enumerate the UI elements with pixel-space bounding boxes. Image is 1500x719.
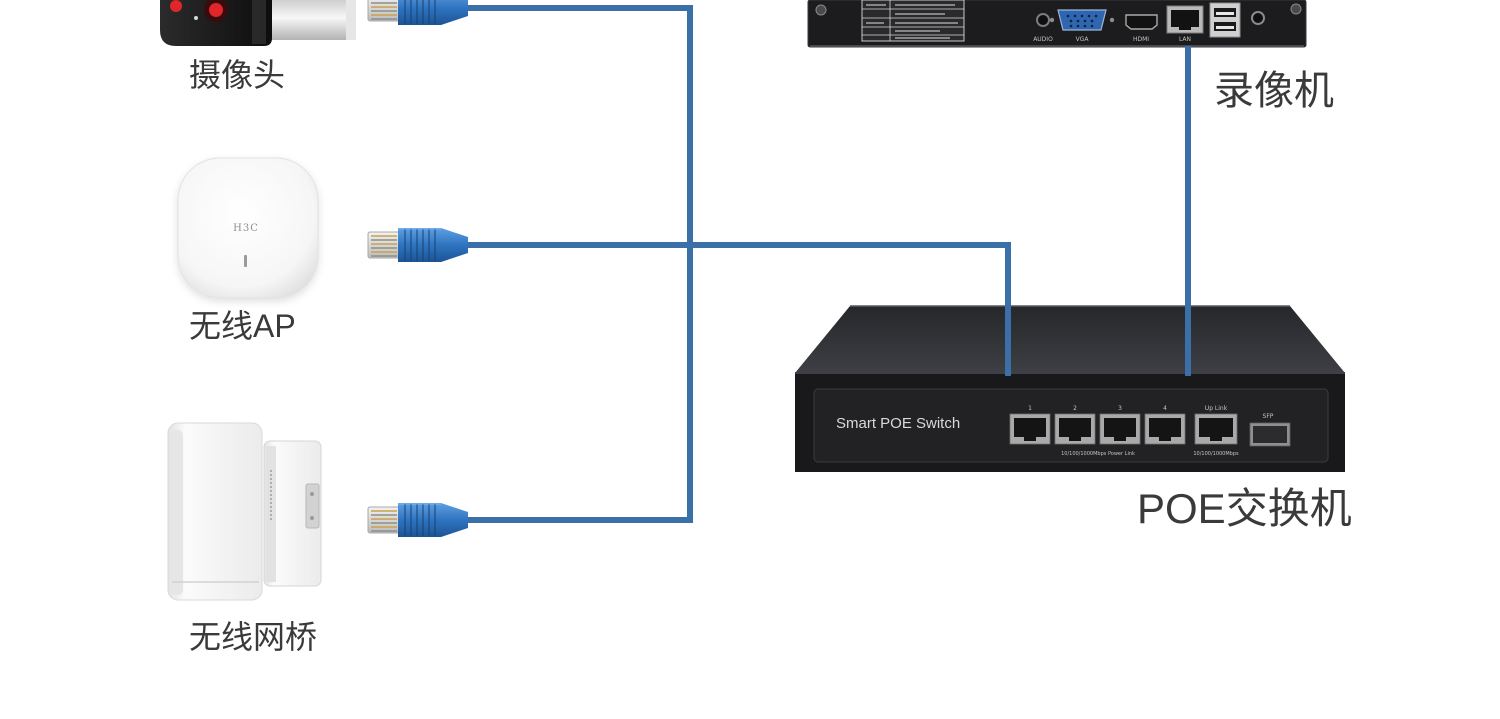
switch-port-1-number: 1 (1028, 405, 1032, 412)
switch-sfp-port: SFP (1249, 413, 1291, 447)
nvr-usb-ports (1209, 2, 1241, 38)
camera-front-housing (160, 0, 272, 46)
wireless-bridge-device (167, 422, 322, 601)
nvr-label: 录像机 (1214, 69, 1334, 113)
switch-port-2-number: 2 (1073, 405, 1077, 412)
camera-device (160, 0, 356, 46)
bridge-unit-rear (263, 440, 322, 587)
switch-port-1: 1 (1009, 405, 1051, 445)
nvr-screw-right (1290, 3, 1302, 15)
nvr-lan-port (1166, 5, 1204, 34)
nvr-vga-port (1049, 9, 1115, 31)
camera-body (262, 0, 356, 40)
wireless-ap-device (177, 157, 319, 299)
ap-brand-logo: H3C (233, 223, 259, 234)
camera-bridge-cable (466, 5, 693, 523)
wireless-ap-label: 无线AP (189, 308, 296, 344)
switch-port-2: 2 (1054, 405, 1096, 445)
poe-switch-label: POE交换机 (1137, 485, 1352, 532)
switch-uplink-label: Up Link (1205, 405, 1228, 412)
switch-port-4-number: 4 (1163, 405, 1167, 412)
switch-port-3: 3 (1099, 405, 1141, 445)
nvr-hdmi-port (1125, 14, 1158, 30)
nvr-lan-label: LAN (1179, 36, 1191, 43)
switch-port-3-number: 3 (1118, 405, 1122, 412)
nvr-hdmi-label: HDMI (1133, 36, 1149, 43)
nvr-vga-label: VGA (1076, 36, 1090, 43)
wireless-bridge-label: 无线网桥 (189, 619, 317, 655)
bridge-rj45-connector (367, 502, 469, 538)
camera-label: 摄像头 (189, 57, 285, 93)
ap-status-led (244, 255, 247, 267)
nvr-audio-port (1036, 13, 1050, 27)
nvr-audio-label: AUDIO (1033, 36, 1053, 43)
switch-uplink-caption: 10/100/1000Mbps (1193, 451, 1239, 457)
ap-rj45-connector (367, 227, 469, 263)
ap-to-switch-cable (466, 242, 1011, 376)
nvr-power-port (1251, 11, 1265, 25)
camera-ir-led (170, 0, 182, 12)
bridge-unit-front (167, 422, 263, 601)
switch-port-4: 4 (1144, 405, 1186, 445)
switch-uplink-port: Up Link (1194, 405, 1238, 445)
camera-rj45-connector (367, 0, 469, 26)
switch-top-face (795, 306, 1345, 373)
nvr-spec-sticker (861, 0, 965, 42)
poe-switch-device: Smart POE Switch 1 2 3 4 10/100/1000Mbps… (795, 305, 1345, 472)
nvr-screw-left (815, 4, 827, 16)
nvr-device: AUDIO VGA HDMI LAN (807, 0, 1307, 48)
switch-sfp-label: SFP (1263, 413, 1274, 420)
switch-poe-ports-caption: 10/100/1000Mbps Power Link (1061, 451, 1135, 457)
switch-panel-text: Smart POE Switch (836, 415, 960, 432)
camera-lens (209, 3, 223, 17)
